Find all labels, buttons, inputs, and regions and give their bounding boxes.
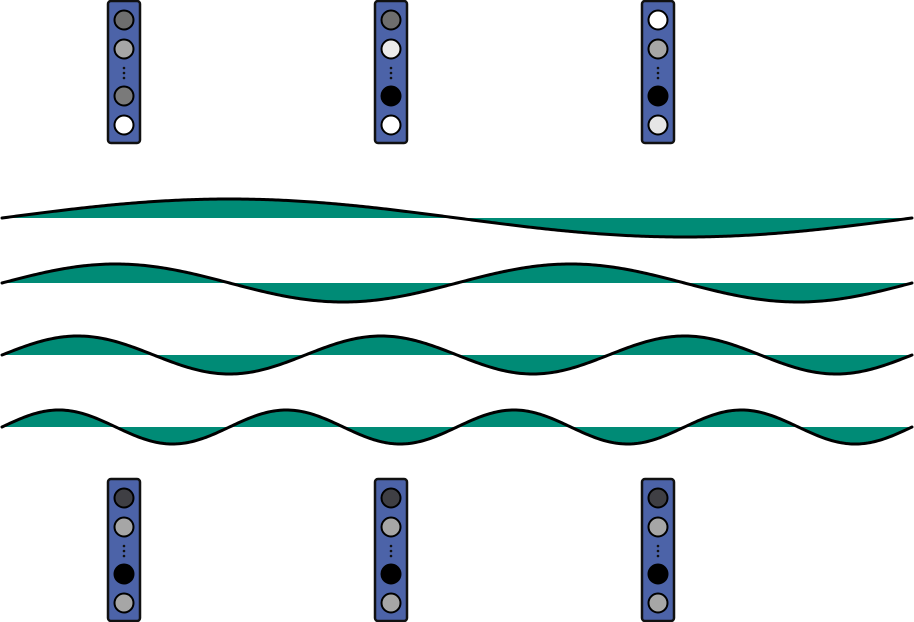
- wave-4: [0, 408, 914, 446]
- vector-cell: [647, 85, 669, 107]
- vector-cell: [113, 85, 135, 107]
- ellipsis-dot: [122, 76, 126, 80]
- wave-line: [0, 334, 914, 376]
- bottom-vector-2: [373, 477, 409, 622]
- ellipsis-dot: [656, 76, 660, 80]
- bottom-vector-row: [106, 477, 676, 622]
- vector-cell: [380, 85, 402, 107]
- ellipsis-dot: [122, 71, 126, 75]
- wave-line: [0, 262, 914, 304]
- ellipsis-dot: [122, 544, 126, 548]
- top-vector-row: [106, 0, 676, 145]
- vector-cell: [647, 9, 669, 31]
- wave-3: [0, 334, 914, 376]
- wave-line: [0, 197, 914, 239]
- vector-cell: [380, 516, 402, 538]
- ellipsis-dot: [389, 544, 393, 548]
- wave-2: [0, 262, 914, 304]
- vector-cell: [647, 592, 669, 614]
- vector-cell: [380, 487, 402, 509]
- vector-cell: [380, 9, 402, 31]
- vector-cell: [647, 114, 669, 136]
- vector-cell: [380, 563, 402, 585]
- vector-cell: [113, 487, 135, 509]
- ellipsis-dot: [389, 71, 393, 75]
- ellipsis-dot: [389, 554, 393, 558]
- ellipsis-dot: [656, 66, 660, 70]
- ellipsis-dot: [389, 66, 393, 70]
- ellipsis-dot: [656, 544, 660, 548]
- vector-cell: [113, 38, 135, 60]
- top-vector-1: [106, 0, 142, 145]
- ellipsis-dot: [122, 66, 126, 70]
- vector-cell: [380, 114, 402, 136]
- vector-cell: [113, 563, 135, 585]
- bottom-vector-3: [640, 477, 676, 622]
- ellipsis-dot: [122, 549, 126, 553]
- wave-line: [0, 408, 914, 446]
- ellipsis-dot: [656, 71, 660, 75]
- vector-cell: [380, 38, 402, 60]
- wave-stack: [0, 197, 914, 446]
- vector-cell: [113, 9, 135, 31]
- ellipsis-dot: [389, 549, 393, 553]
- vector-cell: [647, 563, 669, 585]
- ellipsis-dot: [656, 549, 660, 553]
- vector-cell: [113, 114, 135, 136]
- ellipsis-dot: [389, 76, 393, 80]
- vector-cell: [113, 516, 135, 538]
- vector-cell: [647, 487, 669, 509]
- ellipsis-dot: [656, 554, 660, 558]
- vector-cell: [113, 592, 135, 614]
- top-vector-3: [640, 0, 676, 145]
- vector-cell: [647, 38, 669, 60]
- ellipsis-dot: [122, 554, 126, 558]
- bottom-vector-1: [106, 477, 142, 622]
- top-vector-2: [373, 0, 409, 145]
- wave-1: [0, 197, 914, 239]
- vector-cell: [647, 516, 669, 538]
- vector-cell: [380, 592, 402, 614]
